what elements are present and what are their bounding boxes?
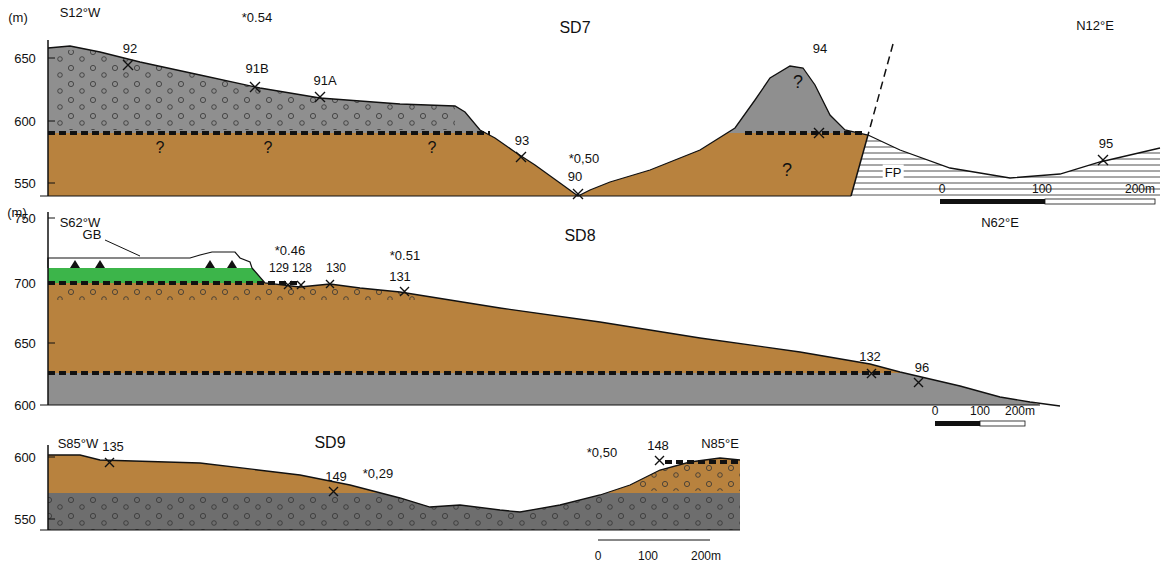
section-label: 94: [811, 41, 829, 56]
section-label: N62°E: [979, 215, 1021, 230]
section-sd8: [40, 212, 1060, 426]
section-label: 600: [12, 114, 38, 129]
section-label: 750: [12, 211, 38, 226]
section-label: *0,50: [567, 151, 601, 166]
section-label: 0: [937, 182, 948, 196]
section-label: (m): [6, 10, 30, 25]
section-title: SD9: [312, 434, 347, 452]
section-sd9: [40, 445, 750, 540]
section-label: 600: [12, 398, 38, 413]
section-label: 91A: [311, 73, 338, 88]
section-label: 149: [323, 469, 349, 484]
section-label: *0.51: [388, 248, 422, 263]
section-label: 650: [12, 51, 38, 66]
section-label: *0,50: [585, 445, 619, 460]
section-label: S85°W: [56, 436, 101, 451]
section-label: 135: [100, 439, 126, 454]
section-label: 148: [645, 438, 671, 453]
section-label: 100: [636, 549, 660, 563]
section-label: 93: [513, 133, 531, 148]
section-label: ?: [791, 72, 805, 92]
section-label: 100: [1030, 182, 1054, 196]
section-label: 129: [267, 261, 291, 275]
section-label: FP: [883, 165, 904, 180]
section-label: *0,29: [361, 466, 395, 481]
section-label: ?: [262, 139, 275, 157]
section-label: 600: [12, 450, 38, 465]
section-sd7: [40, 30, 1160, 204]
section-label: 130: [324, 261, 348, 275]
section-label: 700: [12, 276, 38, 291]
section-label: S12°W: [58, 5, 103, 20]
section-label: 90: [566, 169, 584, 184]
section-label: 131: [387, 269, 413, 284]
section-label: 200m: [1123, 182, 1157, 196]
section-label: GB: [81, 227, 104, 242]
section-label: N85°E: [699, 436, 741, 451]
section-label: *0.46: [273, 243, 307, 258]
section-label: 550: [12, 512, 38, 527]
section-title: SD8: [562, 227, 597, 245]
section-label: 200m: [689, 549, 723, 563]
section-label: 650: [12, 336, 38, 351]
section-label: 92: [121, 41, 139, 56]
section-label: 128: [290, 261, 314, 275]
section-label: ?: [780, 160, 794, 180]
section-label: 200m: [1003, 404, 1037, 418]
section-label: *0.54: [240, 10, 274, 25]
section-label: 91B: [243, 61, 270, 76]
section-label: 96: [913, 360, 931, 375]
section-label: ?: [426, 139, 439, 157]
section-label: N12°E: [1074, 18, 1116, 33]
section-label: 0: [930, 404, 941, 418]
section-title: SD7: [557, 19, 592, 37]
section-label: 132: [857, 349, 883, 364]
section-label: 0: [593, 549, 604, 563]
section-label: 95: [1097, 136, 1115, 151]
section-label: 550: [12, 176, 38, 191]
section-label: ?: [154, 139, 167, 157]
section-label: 100: [968, 404, 992, 418]
